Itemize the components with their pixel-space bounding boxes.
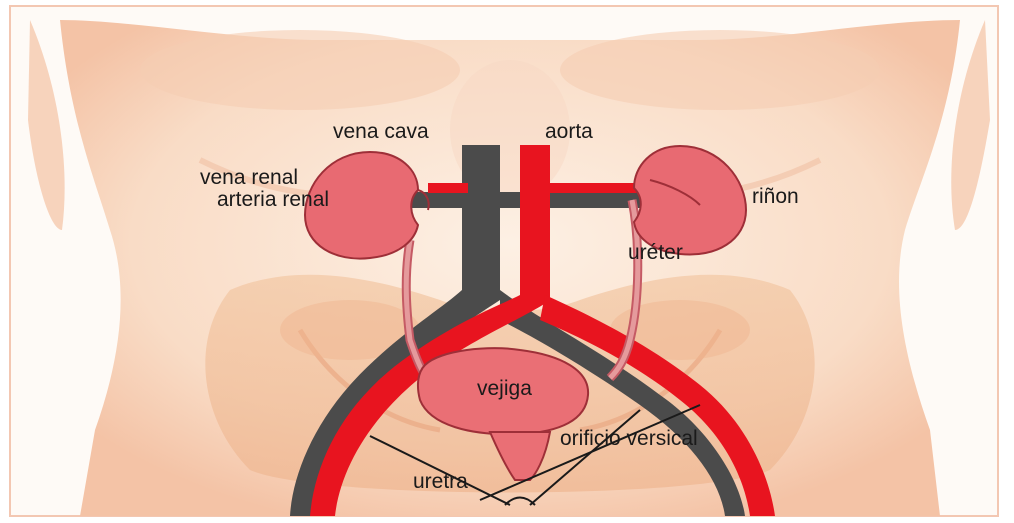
label-orificio-versical: orificio versical	[560, 427, 698, 450]
label-rinon: riñon	[752, 185, 799, 208]
label-arteria-renal: arteria renal	[217, 188, 329, 211]
label-ureter: uréter	[628, 241, 683, 264]
label-vena-cava: vena cava	[333, 120, 429, 143]
label-aorta: aorta	[545, 120, 593, 143]
label-vena-renal: vena renal	[200, 166, 298, 189]
label-vejiga: vejiga	[477, 377, 532, 400]
label-uretra: uretra	[413, 470, 468, 493]
